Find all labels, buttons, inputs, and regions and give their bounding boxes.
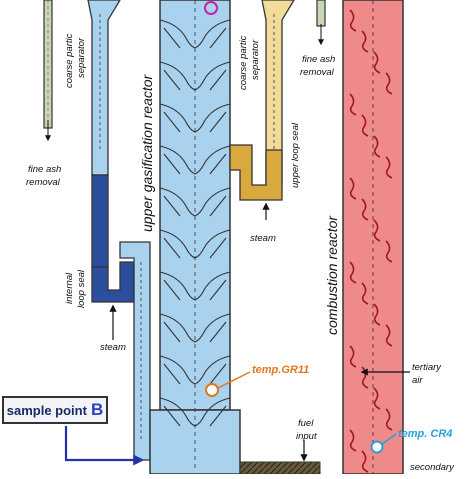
gasifier-flow-streak <box>163 405 181 427</box>
gasifier-flow-streak <box>209 405 227 427</box>
gasifier-constriction <box>159 145 231 175</box>
gasifier-flow-streak <box>163 153 181 175</box>
temp-cr4-label: temp. CR4 <box>398 428 452 440</box>
gasifier-flow-streak <box>163 237 181 259</box>
combustion-flame-streak <box>361 30 369 53</box>
gasifier-flow-streak <box>209 237 227 259</box>
sample-point-letter: B <box>90 400 104 419</box>
gasifier-flow-streak <box>163 363 181 385</box>
temp-gr11-label: temp.GR11 <box>252 364 309 376</box>
fine-ash-right-line2: removal <box>300 67 335 78</box>
combustion-flame-streak <box>373 303 381 326</box>
gasifier-constriction <box>159 271 231 301</box>
steam-left-label: steam <box>100 342 126 353</box>
combustion-flame-streak <box>373 219 381 242</box>
upper-gasification-reactor <box>149 0 241 475</box>
combustion-label: combustion reactor <box>324 215 340 335</box>
combustion-flame-streak <box>361 450 369 473</box>
combustion-flame-streak <box>373 135 381 158</box>
gasifier-constriction <box>159 103 231 133</box>
combustion-flame-streak <box>385 156 393 179</box>
gasifier-flow-streak <box>209 27 227 49</box>
temp-cr4-marker <box>370 433 397 454</box>
steam-right-label: steam <box>250 233 276 244</box>
gasifier-flow-streak <box>209 153 227 175</box>
coarse-separator-left-line2: separator <box>76 37 87 78</box>
coarse-separator-left-line1: coarse partic <box>64 33 75 88</box>
combustion-flame-streak <box>349 429 357 452</box>
combustion-reactor <box>342 0 404 475</box>
internal-loop-seal-line2: loop seal <box>76 269 87 308</box>
top-sample-marker <box>204 1 218 15</box>
combustion-flame-streak <box>385 72 393 95</box>
combustion-flame-streak <box>349 9 357 32</box>
combustion-flame-streak <box>361 114 369 137</box>
combustion-flame-streak <box>361 198 369 221</box>
rotated-label-combustion: combustion reactor <box>324 215 340 335</box>
upper-loop-seal-label: upper loop seal <box>290 122 301 188</box>
combustion-flame-streak <box>373 51 381 74</box>
combustion-flame-streak <box>349 261 357 284</box>
gasifier-flow-streak <box>209 69 227 91</box>
secondary-label: secondary <box>410 462 455 473</box>
gasifier-flow-streak <box>209 321 227 343</box>
gasifier-flow-streak <box>163 279 181 301</box>
gasifier-flow-streak <box>163 27 181 49</box>
sample-point-text: sample point <box>6 402 87 418</box>
gasifier-flow-streak <box>209 279 227 301</box>
combustion-flame-streak <box>385 240 393 263</box>
fuel-screw-feeder <box>239 461 321 475</box>
rotated-label-gasifier: upper gasification reactor <box>139 73 155 232</box>
coarse-separator-right-line2: separator <box>250 39 261 80</box>
sample-point-box: sample point B <box>2 396 108 424</box>
combustion-flame-streak <box>373 387 381 410</box>
combustion-flame-streak <box>349 345 357 368</box>
tertiary-air-line2: air <box>412 375 423 386</box>
gasifier-label: upper gasification reactor <box>139 73 155 232</box>
left-fine-ash-pipe <box>43 0 53 142</box>
gasifier-flow-streak <box>163 195 181 217</box>
internal-loop-seal-line1: internal <box>64 272 75 304</box>
combustion-flame-streak <box>361 282 369 305</box>
temp-gr11-marker <box>205 371 251 397</box>
coarse-separator-right-line1: coarse partic <box>238 35 249 90</box>
gasifier-flow-streak <box>163 111 181 133</box>
gasifier-flow-streak <box>163 321 181 343</box>
right-fine-ash-pipe <box>316 0 326 46</box>
gasifier-flow-streak <box>209 195 227 217</box>
fuel-input-line1: fuel <box>298 418 314 429</box>
gasifier-flow-streak <box>209 363 227 385</box>
gasifier-constriction <box>159 313 231 343</box>
combustion-flame-streak <box>385 324 393 347</box>
fine-ash-left-line1: fine ash <box>28 164 61 175</box>
combustion-flame-streak <box>349 177 357 200</box>
fine-ash-left-line2: removal <box>26 177 61 188</box>
sample-point-arrow <box>64 426 145 466</box>
gasifier-flow-streak <box>163 69 181 91</box>
fine-ash-right-line1: fine ash <box>302 54 335 65</box>
combustion-flame-streak <box>385 408 393 431</box>
combustion-flame-streak <box>349 93 357 116</box>
tertiary-air-line1: tertiary <box>412 362 442 373</box>
gasifier-flow-streak <box>209 111 227 133</box>
fuel-input-line2: input <box>296 431 317 442</box>
upper-loop-seal <box>229 0 295 220</box>
